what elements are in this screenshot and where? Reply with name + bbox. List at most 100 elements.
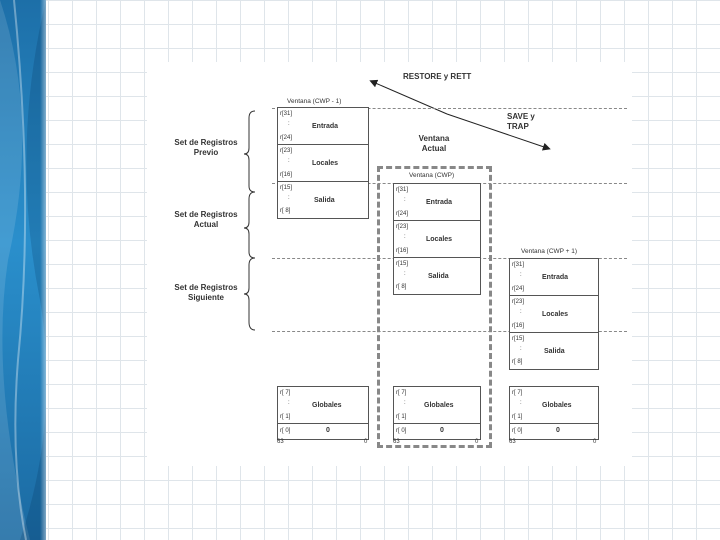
window-previous-title: Ventana (CWP - 1) bbox=[287, 98, 342, 105]
block-entrada: r[31] : r[24] Entrada bbox=[510, 259, 598, 296]
reg-label: r[15] bbox=[512, 336, 525, 342]
reg-label: r[24] bbox=[512, 286, 525, 292]
block-globales: r[ 7] : r[ 1] Globales bbox=[510, 387, 598, 424]
block-name: Globales bbox=[424, 402, 454, 409]
reg-label: r[ 7] bbox=[280, 390, 291, 396]
reg-label: r[16] bbox=[396, 248, 409, 254]
block-name: Salida bbox=[544, 348, 565, 355]
reg-label: r[31] bbox=[512, 262, 525, 268]
ellipsis: : bbox=[288, 121, 290, 127]
block-name: Salida bbox=[428, 273, 449, 280]
arrow-save-line bbox=[446, 113, 551, 151]
ellipsis: : bbox=[404, 400, 406, 406]
window-next-title: Ventana (CWP + 1) bbox=[521, 248, 578, 255]
brace-label-current: Set de Registros Actual bbox=[174, 210, 238, 229]
window-next-globals: r[ 7] : r[ 1] Globales r[ 0] 0 bbox=[509, 386, 599, 440]
block-name: Locales bbox=[312, 160, 339, 167]
reg-label: r[16] bbox=[512, 323, 525, 329]
window-previous: r[31] : r[24] Entrada r[23] : r[16] Loca… bbox=[277, 107, 369, 219]
block-name: Entrada bbox=[312, 123, 339, 130]
block-name: Globales bbox=[312, 402, 342, 409]
ellipsis: : bbox=[520, 309, 522, 315]
block-locales: r[23] : r[16] Locales bbox=[278, 145, 368, 182]
sidebar-edge bbox=[40, 0, 46, 540]
reg-label: r[ 8] bbox=[396, 284, 407, 290]
current-window-frame bbox=[377, 166, 492, 448]
block-name: Locales bbox=[542, 311, 569, 318]
ellipsis: : bbox=[404, 234, 406, 240]
zero-value: 0 bbox=[556, 427, 560, 434]
reg-label: r[23] bbox=[280, 148, 293, 154]
reg-label: r[15] bbox=[280, 185, 293, 191]
reg-label: r[ 1] bbox=[396, 414, 407, 420]
reg-label: r[16] bbox=[280, 172, 293, 178]
bit-left: 63 bbox=[277, 439, 284, 445]
bit-right: 0 bbox=[364, 439, 368, 445]
ellipsis: : bbox=[404, 271, 406, 277]
brace-previous bbox=[243, 110, 256, 193]
guide-line-top bbox=[272, 108, 627, 109]
arrow-restore-line bbox=[369, 79, 448, 115]
reg-label: r[ 1] bbox=[512, 414, 523, 420]
brace-current bbox=[243, 191, 256, 259]
bit-right: 0 bbox=[593, 439, 597, 445]
block-zero: r[ 0] 0 bbox=[394, 424, 480, 439]
slide-sidebar bbox=[0, 0, 46, 540]
block-entrada: r[31] : r[24] Entrada bbox=[394, 184, 480, 221]
reg-label: r[15] bbox=[396, 261, 409, 267]
reg-label: r[ 0] bbox=[396, 428, 407, 434]
zero-value: 0 bbox=[440, 427, 444, 434]
reg-label: r[23] bbox=[512, 299, 525, 305]
block-zero: r[ 0] 0 bbox=[278, 424, 368, 439]
reg-label: r[ 1] bbox=[280, 414, 291, 420]
ellipsis: : bbox=[520, 272, 522, 278]
block-name: Salida bbox=[314, 197, 335, 204]
ellipsis: : bbox=[404, 197, 406, 203]
block-salida: r[15] : r[ 8] Salida bbox=[278, 182, 368, 218]
reg-label: r[ 8] bbox=[512, 359, 523, 365]
brace-label-next: Set de Registros Siguiente bbox=[174, 283, 238, 302]
window-next: r[31] : r[24] Entrada r[23] : r[16] Loca… bbox=[509, 258, 599, 370]
diagram-panel: RESTORE y RETT SAVE y TRAP Ventana Actua… bbox=[147, 62, 632, 466]
ellipsis: : bbox=[520, 346, 522, 352]
ellipsis: : bbox=[288, 400, 290, 406]
diagram-lines bbox=[243, 79, 551, 331]
block-locales: r[23] : r[16] Locales bbox=[510, 296, 598, 333]
window-previous-globals: r[ 7] : r[ 1] Globales r[ 0] 0 bbox=[277, 386, 369, 440]
block-entrada: r[31] : r[24] Entrada bbox=[278, 108, 368, 145]
current-window-title: Ventana Actual bbox=[418, 134, 450, 153]
bit-right: 0 bbox=[475, 439, 479, 445]
reg-label: r[31] bbox=[280, 111, 293, 117]
reg-label: r[ 8] bbox=[280, 208, 291, 214]
block-globales: r[ 7] : r[ 1] Globales bbox=[394, 387, 480, 424]
ellipsis: : bbox=[520, 400, 522, 406]
block-name: Entrada bbox=[542, 274, 569, 281]
wave-decoration bbox=[0, 0, 46, 540]
block-name: Entrada bbox=[426, 199, 453, 206]
save-label: SAVE y TRAP bbox=[507, 112, 535, 131]
reg-label: r[ 0] bbox=[280, 428, 291, 434]
reg-label: r[ 7] bbox=[512, 390, 523, 396]
reg-label: r[ 7] bbox=[396, 390, 407, 396]
guide-line-next bbox=[272, 331, 627, 332]
reg-label: r[24] bbox=[280, 135, 293, 141]
brace-label-previous: Set de Registros Previo bbox=[174, 138, 238, 157]
reg-label: r[ 0] bbox=[512, 428, 523, 434]
block-locales: r[23] : r[16] Locales bbox=[394, 221, 480, 258]
zero-value: 0 bbox=[326, 427, 330, 434]
block-salida: r[15] : r[ 8] Salida bbox=[510, 333, 598, 369]
bit-left: 63 bbox=[509, 439, 516, 445]
brace-next bbox=[243, 257, 256, 331]
block-salida: r[15] : r[ 8] Salida bbox=[394, 258, 480, 294]
window-current-globals: r[ 7] : r[ 1] Globales r[ 0] 0 bbox=[393, 386, 481, 440]
block-globales: r[ 7] : r[ 1] Globales bbox=[278, 387, 368, 424]
restore-label: RESTORE y RETT bbox=[403, 72, 472, 81]
ellipsis: : bbox=[288, 158, 290, 164]
reg-label: r[31] bbox=[396, 187, 409, 193]
reg-label: r[23] bbox=[396, 224, 409, 230]
ellipsis: : bbox=[288, 195, 290, 201]
block-zero: r[ 0] 0 bbox=[510, 424, 598, 439]
window-current: r[31] : r[24] Entrada r[23] : r[16] Loca… bbox=[393, 183, 481, 295]
reg-label: r[24] bbox=[396, 211, 409, 217]
block-name: Locales bbox=[426, 236, 453, 243]
